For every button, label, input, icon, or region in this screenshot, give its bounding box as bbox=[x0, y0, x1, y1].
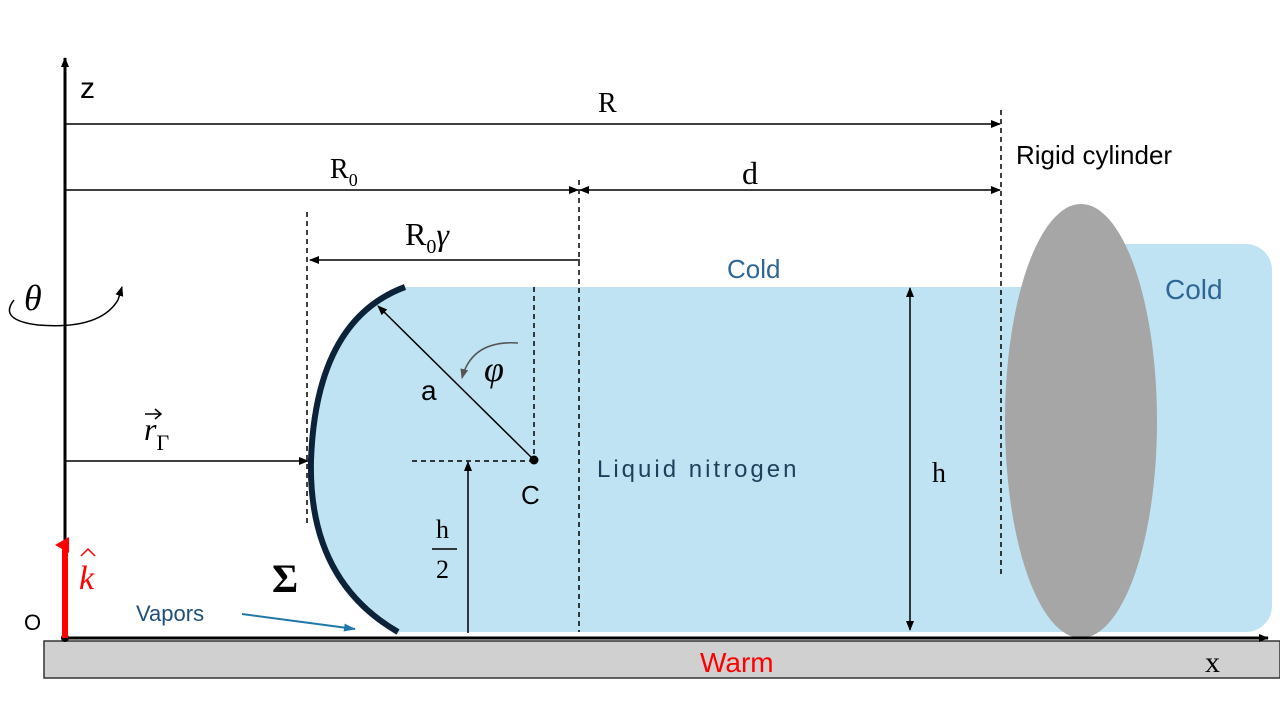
half-h-denominator: 2 bbox=[436, 555, 449, 584]
sigma-label: Σ bbox=[272, 556, 298, 601]
r-gamma-vector-mark bbox=[145, 408, 163, 420]
rigid-cylinder-label: Rigid cylinder bbox=[1016, 140, 1172, 170]
cold-top-label: Cold bbox=[727, 254, 780, 284]
R0-gamma-label: R0γ bbox=[405, 216, 450, 258]
x-axis-label: x bbox=[1205, 646, 1220, 679]
phi-label: φ bbox=[484, 349, 504, 389]
vapors-label: Vapors bbox=[136, 601, 204, 626]
rigid-cylinder bbox=[1005, 204, 1157, 638]
center-label: C bbox=[521, 480, 540, 510]
interface-sigma-curve bbox=[307, 284, 407, 635]
r-gamma-label: rΓ bbox=[144, 411, 169, 455]
h-label: h bbox=[932, 458, 946, 489]
half-h-numerator: h bbox=[436, 515, 449, 544]
vapors-arrow bbox=[241, 613, 356, 632]
d-label: d bbox=[742, 155, 758, 191]
center-point bbox=[529, 455, 539, 465]
warm-label: Warm bbox=[700, 647, 774, 678]
phi-angle-arrow bbox=[460, 342, 519, 379]
R-label: R bbox=[598, 88, 617, 119]
cold-right-label: Cold bbox=[1165, 274, 1223, 305]
ground-plate bbox=[43, 640, 1280, 679]
k-hat-label: k bbox=[79, 560, 95, 597]
theta-label: θ bbox=[24, 278, 42, 318]
liquid-nitrogen-label: Liquid nitrogen bbox=[597, 456, 799, 483]
k-hat-caret bbox=[80, 547, 96, 557]
theta-rotation-arrow bbox=[8, 286, 124, 327]
radius-a-arrow bbox=[377, 305, 535, 461]
radius-a-label: a bbox=[421, 375, 437, 406]
z-axis-label: z bbox=[80, 72, 95, 105]
R0-label: R0 bbox=[330, 154, 358, 190]
origin-label: O bbox=[24, 610, 41, 635]
